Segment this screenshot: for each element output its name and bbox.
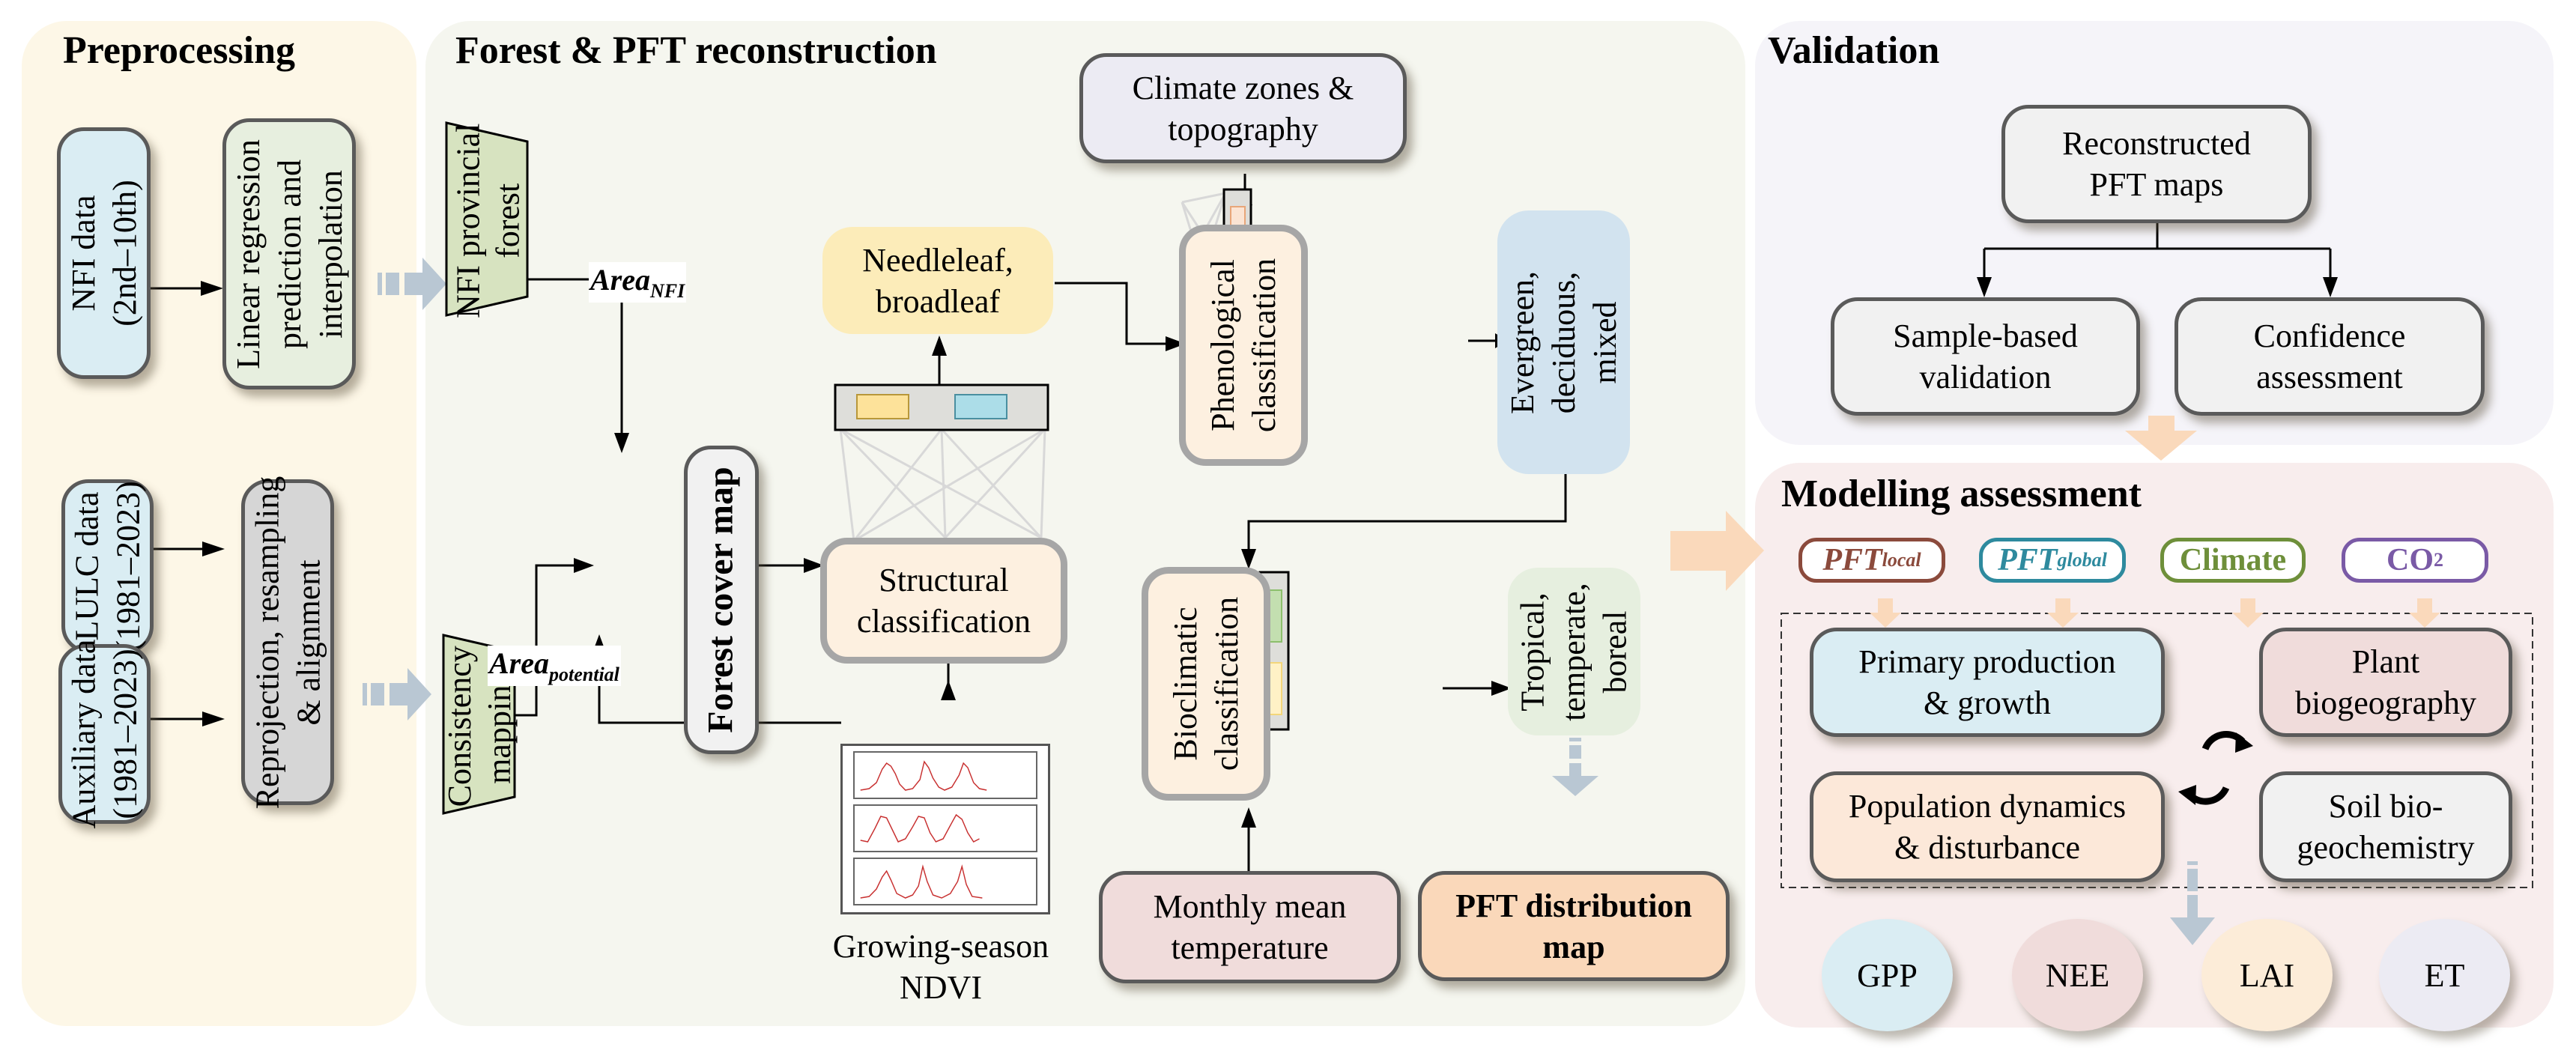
output-gpp[interactable]: GPP [1822, 919, 1953, 1031]
ndvi-series-2 [860, 813, 980, 843]
lulc-data-box[interactable]: LULC data(1981–2023) [61, 479, 154, 653]
preprocessing-title: Preprocessing [63, 29, 296, 72]
output-et[interactable]: ET [2379, 919, 2510, 1031]
ndvi-time-series-chart [840, 744, 1050, 914]
modelling-title: Modelling assessment [1781, 473, 2142, 515]
auxiliary-data-box[interactable]: Auxiliary data(1981–2023) [58, 640, 151, 828]
reprojection-box[interactable]: Reprojection, resampling& alignment [241, 476, 334, 809]
needleleaf-broadleaf-box[interactable]: Needleleaf,broadleaf [822, 227, 1053, 334]
evergreen-deciduous-box[interactable]: Evergreen,deciduous,mixed [1497, 210, 1630, 474]
climate-zones-box[interactable]: Climate zones &topography [1079, 53, 1407, 163]
output-lai[interactable]: LAI [2201, 919, 2333, 1031]
primary-production-box[interactable]: Primary production& growth [1810, 628, 2165, 737]
forest-title: Forest & PFT reconstruction [455, 29, 937, 72]
ndvi-series-1 [860, 760, 987, 791]
forest-cover-map-box[interactable]: Forest cover map [684, 446, 759, 754]
area-potential-label: Areapotential [488, 646, 621, 686]
population-dynamics-box[interactable]: Population dynamics& disturbance [1810, 771, 2165, 882]
soil-biogeochemistry-box[interactable]: Soil bio-geochemistry [2259, 771, 2512, 882]
input-climate[interactable]: Climate [2160, 538, 2306, 583]
validation-title: Validation [1768, 29, 1940, 72]
tropical-temperate-boreal-box[interactable]: Tropical,temperate,boreal [1508, 568, 1640, 735]
area-nfi-label: AreaNFI [589, 262, 687, 303]
ndvi-series-3 [860, 864, 983, 899]
output-nee[interactable]: NEE [2012, 919, 2143, 1031]
nfi-data-box[interactable]: NFI data(2nd–10th) [57, 127, 151, 379]
